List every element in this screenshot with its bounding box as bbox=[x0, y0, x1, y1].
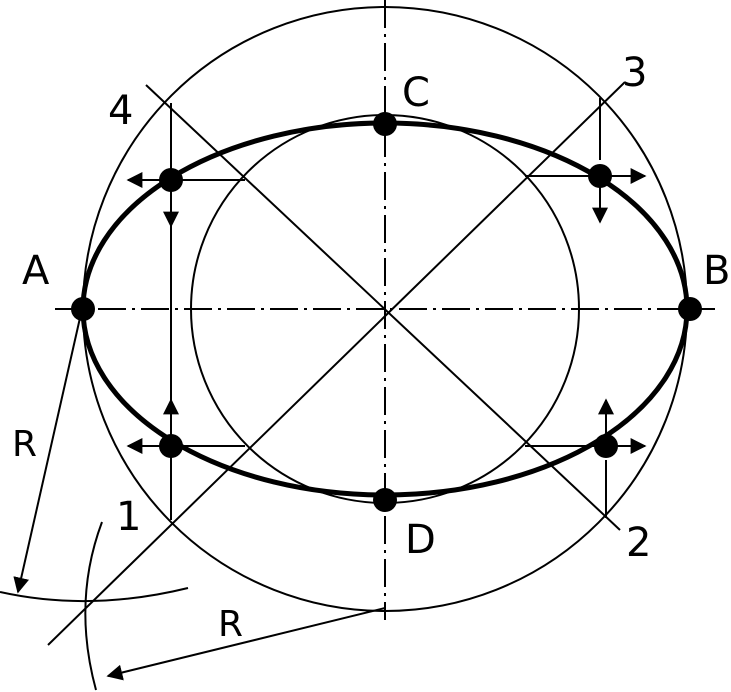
label-B: B bbox=[703, 248, 730, 294]
label-D: D bbox=[405, 517, 436, 563]
label-A: A bbox=[22, 248, 50, 294]
point-top-right bbox=[588, 164, 612, 188]
radius-line-left bbox=[13, 308, 83, 594]
radius-arc-vertical bbox=[84, 521, 103, 691]
point-top-left bbox=[159, 168, 183, 192]
label-2: 2 bbox=[626, 520, 651, 566]
radius-line-bottom bbox=[106, 607, 386, 681]
point-A bbox=[71, 297, 95, 321]
point-bottom-left bbox=[159, 434, 183, 458]
diagonal-1-3 bbox=[47, 81, 626, 646]
label-R-left: R bbox=[12, 424, 37, 465]
point-D bbox=[373, 488, 397, 512]
point-C bbox=[373, 112, 397, 136]
label-4: 4 bbox=[108, 88, 133, 134]
point-B bbox=[678, 297, 702, 321]
diagonal-4-2 bbox=[145, 84, 621, 531]
label-R-bottom: R bbox=[218, 604, 243, 645]
label-C: C bbox=[402, 70, 430, 116]
label-3: 3 bbox=[622, 50, 647, 96]
point-bottom-right bbox=[594, 434, 618, 458]
radius-arc-horizontal bbox=[0, 587, 189, 603]
label-1: 1 bbox=[116, 494, 141, 540]
